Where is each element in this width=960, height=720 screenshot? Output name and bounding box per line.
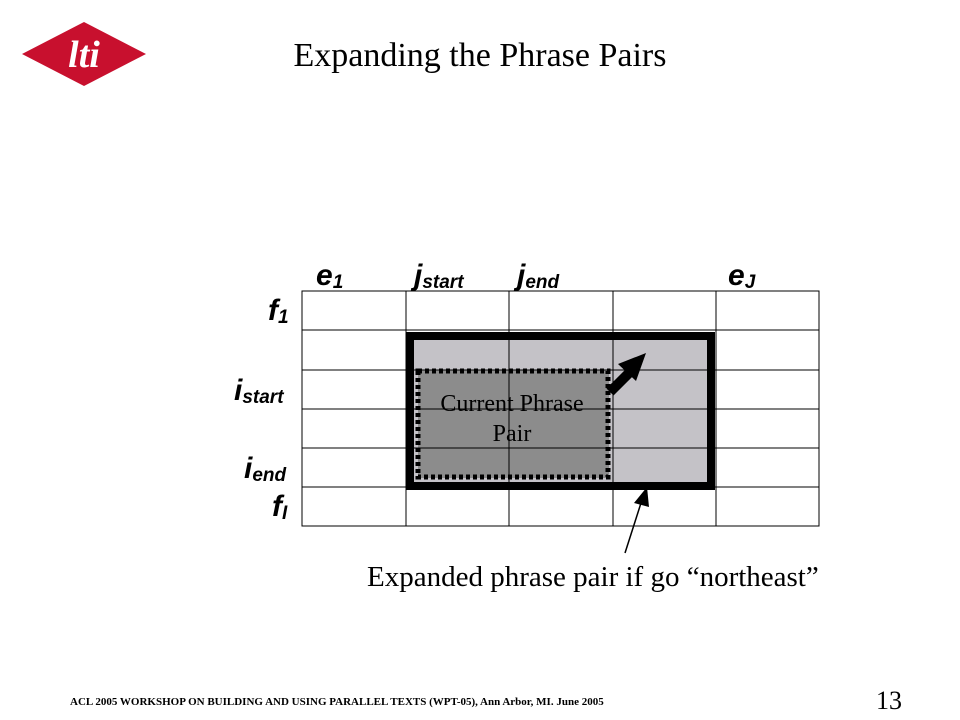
northeast-arrow (606, 353, 646, 396)
row-label-iend: iend (244, 452, 287, 486)
lti-logo: lti (22, 22, 146, 86)
current-phrase-region (418, 370, 609, 478)
logo-diamond (22, 22, 146, 86)
expanded-phrase-border (406, 332, 715, 490)
pointer-arrow (624, 487, 649, 554)
logo-text: lti (68, 34, 100, 76)
current-phrase-label-line2: Pair (493, 421, 532, 447)
col-label-e1: e1 (316, 259, 343, 293)
current-phrase-border (415, 368, 611, 480)
expanded-phrase-caption: Expanded phrase pair if go “northeast” (367, 561, 819, 593)
footer-citation: ACL 2005 WORKSHOP ON BUILDING AND USING … (70, 696, 604, 708)
col-label-eJ: eJ (728, 259, 756, 293)
page-number: 13 (876, 686, 902, 715)
alignment-grid (301, 290, 820, 527)
row-label-fI: fI (272, 490, 288, 524)
slide-title: Expanding the Phrase Pairs (293, 37, 667, 74)
row-label-f1: f1 (268, 294, 289, 328)
col-label-jstart: jstart (410, 259, 464, 293)
col-label-jend: jend (513, 259, 560, 293)
current-phrase-label-line1: Current Phrase (440, 391, 583, 417)
row-label-istart: istart (234, 374, 284, 408)
